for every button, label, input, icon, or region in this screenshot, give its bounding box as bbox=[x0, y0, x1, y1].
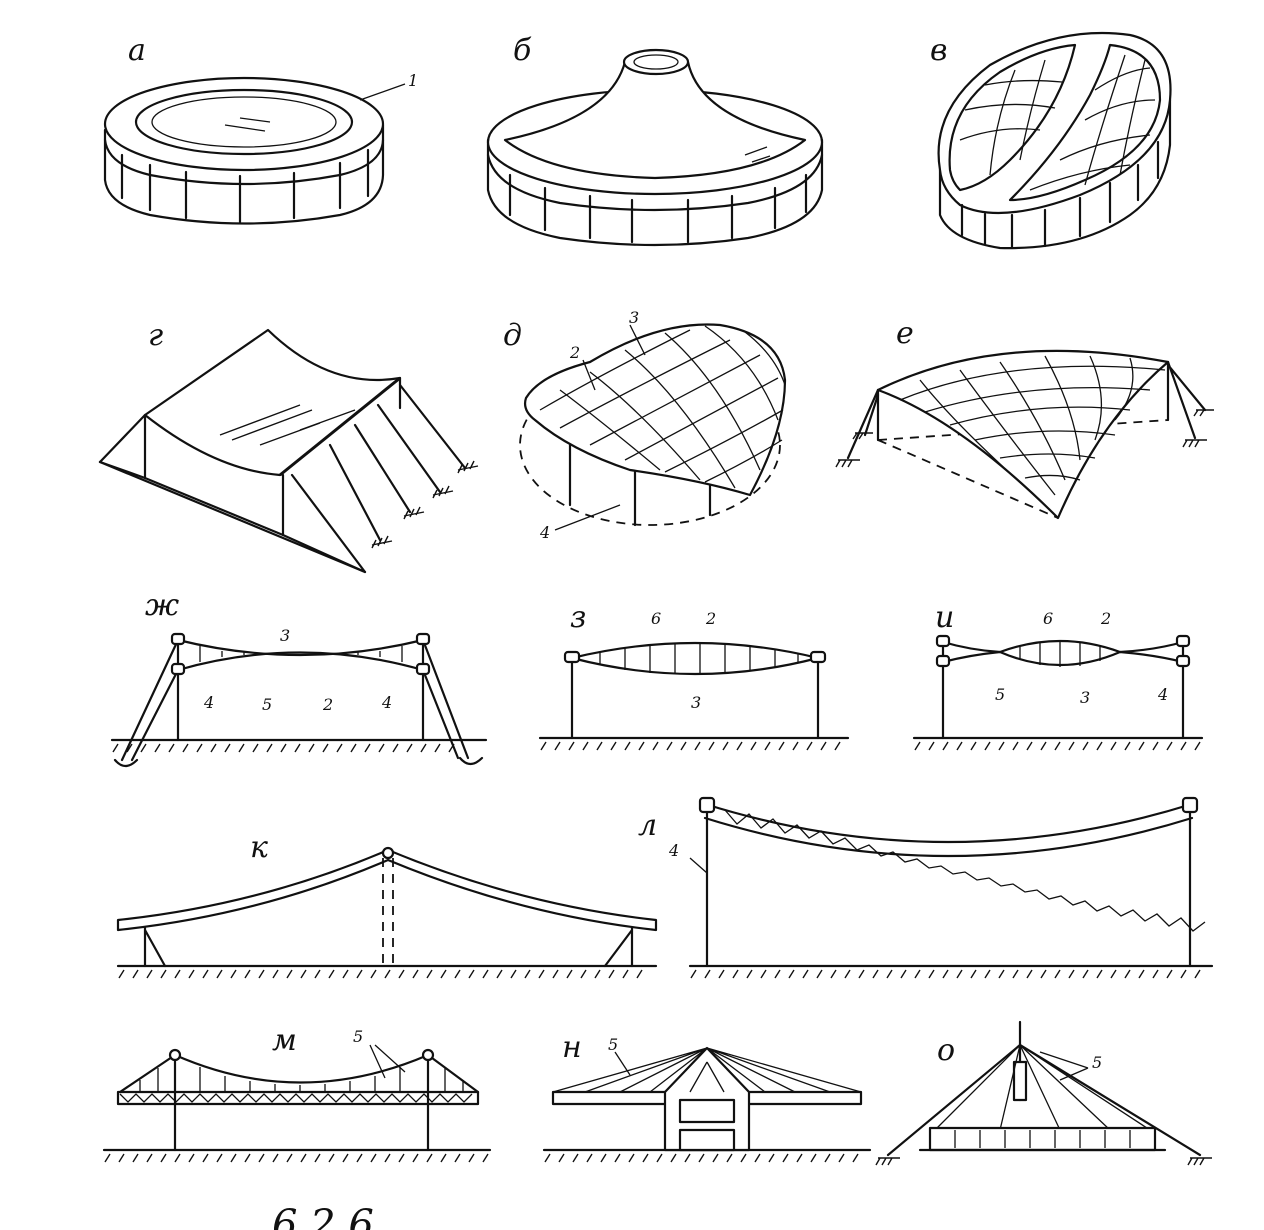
callout-d-4: 4 bbox=[539, 523, 550, 542]
callout-zh-3: 3 bbox=[280, 626, 290, 645]
callout-a-1: 1 bbox=[408, 71, 418, 90]
callout-z-3: 3 bbox=[691, 693, 701, 712]
callout-m-5: 5 bbox=[353, 1027, 363, 1046]
figure-z: з 6 2 3 bbox=[538, 600, 850, 751]
callout-z-2: 2 bbox=[705, 609, 716, 628]
figure-n: н 5 bbox=[542, 1030, 872, 1163]
callout-o-5: 5 bbox=[1092, 1053, 1102, 1072]
callout-i-5: 5 bbox=[995, 685, 1005, 704]
callout-i-4: 4 bbox=[1157, 685, 1168, 704]
figure-label-g: г bbox=[148, 318, 163, 353]
callout-d-3: 3 bbox=[629, 308, 639, 327]
figure-a: а 1 bbox=[103, 33, 418, 225]
figure-b: б bbox=[486, 33, 824, 247]
figure-label-n: н bbox=[562, 1030, 582, 1065]
figure-e: е bbox=[835, 316, 1214, 520]
figure-label-k: к bbox=[250, 830, 268, 865]
figure-caption: 6.2.6 bbox=[272, 1202, 374, 1230]
figure-label-a: а bbox=[128, 33, 146, 68]
callout-l-4: 4 bbox=[668, 841, 679, 860]
callout-zh-4b: 4 bbox=[381, 693, 392, 712]
figure-l: л 4 bbox=[638, 796, 1214, 979]
figure-label-e: е bbox=[896, 316, 914, 351]
figure-d: д 2 3 4 bbox=[503, 308, 787, 542]
callout-zh-2: 2 bbox=[322, 695, 333, 714]
figure-g: г bbox=[98, 318, 479, 574]
callout-i-6: 6 bbox=[1043, 609, 1053, 628]
figure-zh: ж 3 4 5 2 4 bbox=[110, 588, 488, 768]
figure-v: в bbox=[930, 31, 1172, 250]
callout-zh-5: 5 bbox=[262, 695, 272, 714]
figure-label-z: з bbox=[570, 600, 586, 635]
figure-label-l: л bbox=[638, 808, 657, 843]
figure-label-b: б bbox=[513, 33, 532, 68]
figure-label-m: м bbox=[272, 1023, 297, 1058]
figure-label-i: и bbox=[935, 600, 954, 635]
figure-m: м 5 bbox=[102, 1023, 492, 1163]
callout-d-2: 2 bbox=[569, 343, 580, 362]
callout-n-5: 5 bbox=[608, 1035, 618, 1054]
figure-i: и 6 2 5 3 4 bbox=[912, 600, 1204, 751]
callout-zh-4a: 4 bbox=[203, 693, 214, 712]
figure-k: к bbox=[116, 830, 658, 979]
figure-label-v: в bbox=[930, 33, 947, 68]
callout-i-2: 2 bbox=[1100, 609, 1111, 628]
figure-label-d: д bbox=[503, 318, 522, 353]
figure-label-o: о bbox=[937, 1033, 955, 1068]
callout-z-6: 6 bbox=[651, 609, 661, 628]
figure-label-zh: ж bbox=[145, 588, 179, 623]
callout-i-3: 3 bbox=[1080, 688, 1090, 707]
figure-o: о 5 bbox=[875, 1020, 1212, 1166]
